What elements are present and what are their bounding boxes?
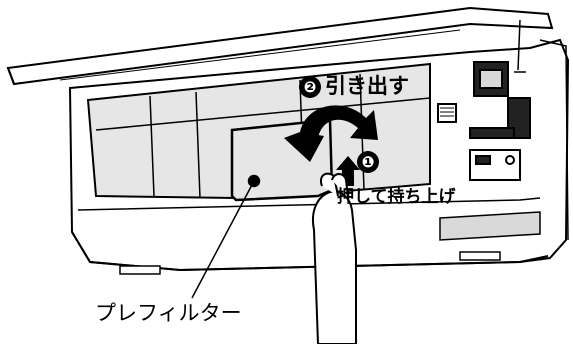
step1-text: 押して持ち上げ [337,187,456,207]
filter-leader-line [191,180,255,299]
hand [312,172,357,344]
grille [119,211,541,275]
front-panel [6,6,554,86]
step2-number: ❷ [299,76,321,98]
step2-text: 引き出す [325,74,409,98]
pull-arrow [284,105,378,162]
control-board [437,61,531,181]
pre-filter-label: プレフィルター [95,301,242,325]
step1-number: ❶ [357,151,379,173]
